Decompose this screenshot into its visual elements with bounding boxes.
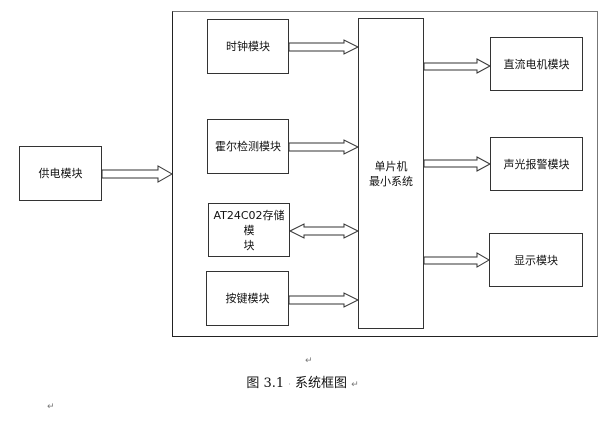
mcu-to-display-arrow [423, 252, 490, 268]
clock-module-label: 时钟模块 [226, 40, 270, 53]
keys-to-mcu-arrow [288, 292, 360, 308]
mcu-label-line1: 单片机 [374, 159, 408, 173]
power-module-label: 供电模块 [38, 167, 83, 180]
hall-module-box: 霍尔检测模块 [207, 119, 289, 174]
power-module-box: 供电模块 [19, 146, 102, 201]
alarm-module-label: 声光报警模块 [503, 157, 570, 171]
alarm-module-box: 声光报警模块 [490, 137, 583, 191]
figure-caption: 图 3.1 · 系统框图 ↵ [246, 376, 359, 391]
eeprom-module-label-line1: AT24C02存储模 [213, 208, 285, 237]
display-module-label: 显示模块 [514, 253, 558, 267]
mcu-to-motor-arrow [423, 58, 492, 74]
eeprom-module-box: AT24C02存储模 块 [208, 203, 290, 257]
hall-to-mcu-arrow [288, 139, 360, 155]
keys-module-label: 按键模块 [225, 292, 270, 305]
eeprom-mcu-bidirectional-arrow [288, 223, 360, 239]
keys-module-box: 按键模块 [206, 271, 289, 326]
mcu-label-line2: 最小系统 [369, 174, 413, 188]
clock-module-box: 时钟模块 [207, 19, 289, 74]
caption-prefix: 图 3.1 [246, 376, 285, 391]
hall-module-label: 霍尔检测模块 [215, 140, 281, 153]
caption-text: 系统框图 [294, 376, 347, 391]
power-to-system-arrow [101, 165, 174, 183]
clock-to-mcu-arrow [288, 39, 360, 55]
caption-paragraph-mark: ↵ [351, 380, 359, 390]
motor-module-label: 直流电机模块 [503, 57, 570, 71]
eeprom-module-label-line2: 块 [243, 238, 255, 252]
motor-module-box: 直流电机模块 [490, 37, 583, 91]
mcu-to-alarm-arrow [423, 156, 492, 172]
trailing-paragraph-mark: ↵ [47, 402, 55, 412]
display-module-box: 显示模块 [489, 233, 583, 287]
paragraph-mark: ↵ [305, 356, 313, 366]
mcu-box: 单片机 最小系统 [358, 18, 424, 329]
